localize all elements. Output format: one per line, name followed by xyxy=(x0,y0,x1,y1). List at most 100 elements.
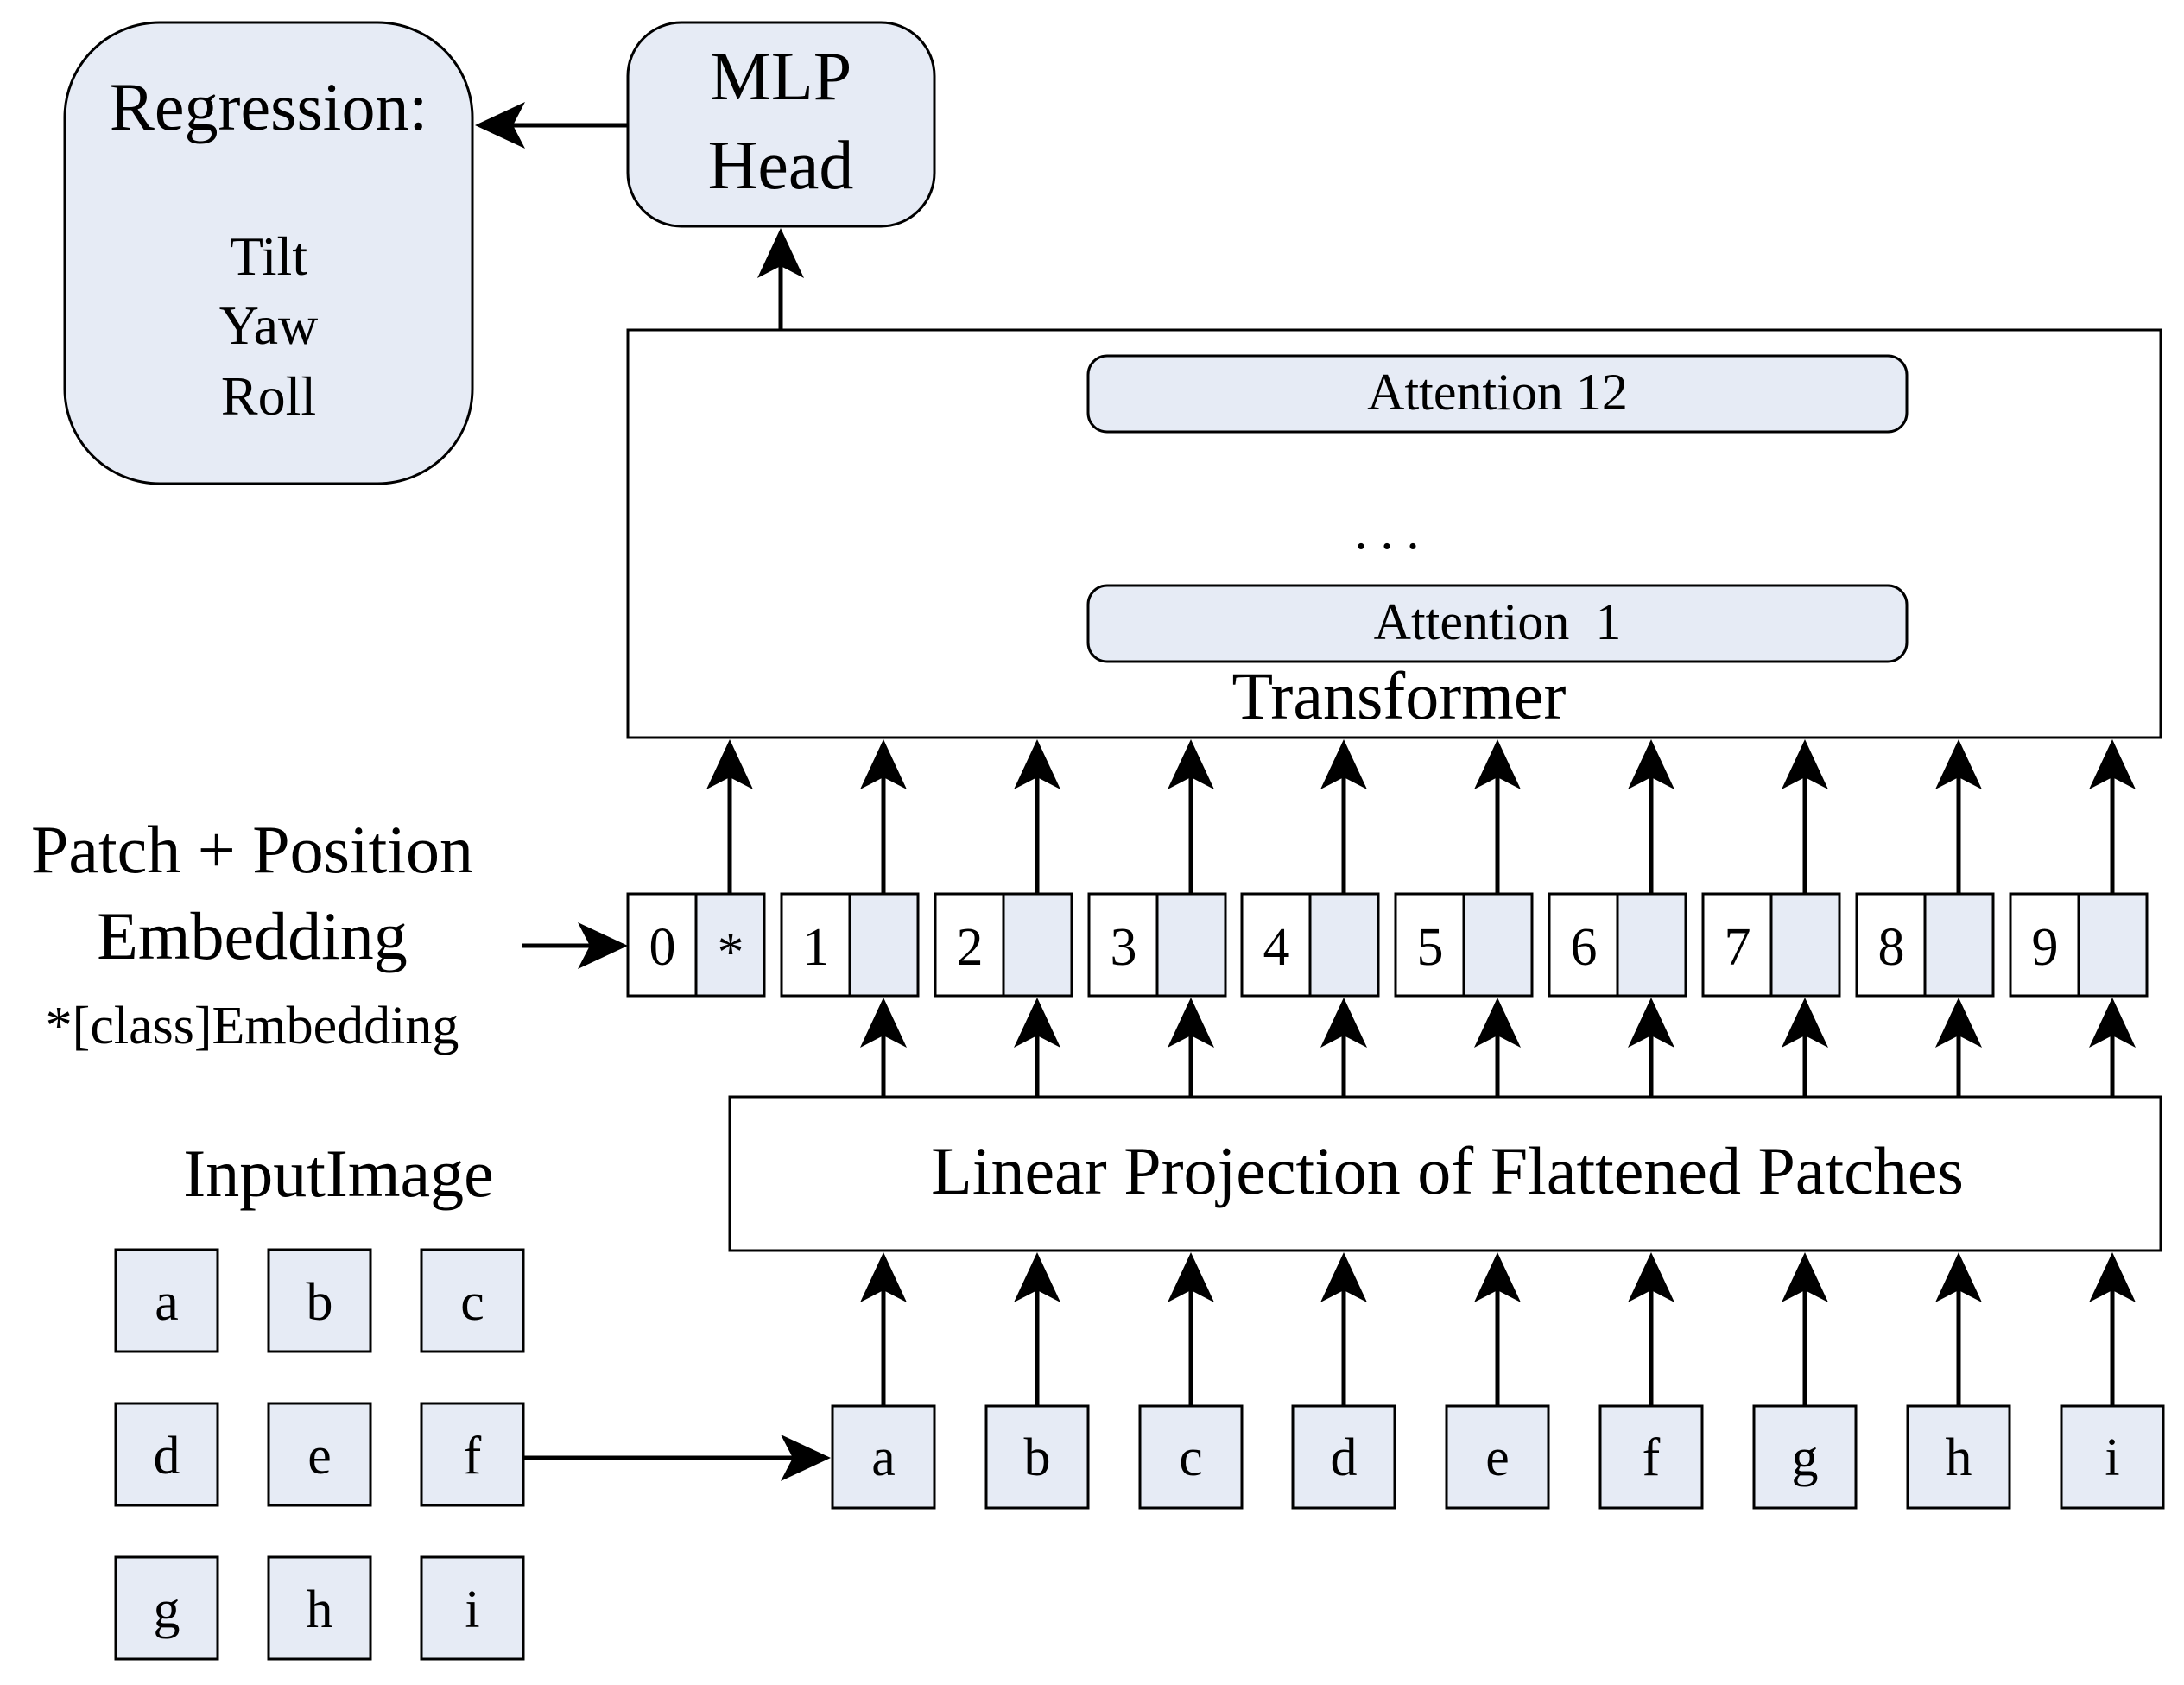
arrowhead xyxy=(1320,739,1367,789)
linear-projection-label: Linear Projection of Flattened Patches xyxy=(931,1133,1964,1208)
embedding-token-3: 3 xyxy=(1087,892,1227,998)
input-patch-b: b xyxy=(267,1248,372,1353)
regression-item-roll: Roll xyxy=(221,365,316,427)
arrow-projection-to-token-9 xyxy=(2089,998,2136,1097)
arrow-projection-to-token-2 xyxy=(1014,998,1060,1097)
arrow-token-7-to-transformer xyxy=(1782,739,1828,894)
regression-title: Regression: xyxy=(110,69,427,144)
arrow-patch-d-to-projection xyxy=(1320,1252,1367,1406)
arrowhead-into-embeddings xyxy=(578,922,628,969)
arrow-patch-i-to-projection xyxy=(2089,1252,2136,1406)
attention-1-box xyxy=(1086,584,1909,663)
arrow-token-5-to-transformer xyxy=(1474,739,1521,894)
embedding-token-7: 7 xyxy=(1701,892,1841,998)
linear-projection-block: Linear Projection of Flattened Patches xyxy=(728,1095,2162,1252)
position-cell xyxy=(1394,892,1465,998)
input-patch-h: h xyxy=(267,1555,372,1661)
input-patch-i: i xyxy=(420,1555,525,1661)
arrowhead-grid-to-sequence xyxy=(781,1435,831,1481)
embedding-token-6: 6 xyxy=(1548,892,1687,998)
arrow-projection-to-token-8 xyxy=(1935,998,1982,1097)
arrow-patch-e-to-projection xyxy=(1474,1252,1521,1406)
arrow-token-1-to-transformer xyxy=(860,739,907,894)
embedding-title-line2: Embedding xyxy=(97,898,408,973)
arrow-patch-a-to-projection xyxy=(860,1252,907,1406)
input-patch-label: a xyxy=(155,1273,179,1332)
arrowhead xyxy=(1935,739,1982,789)
position-cell xyxy=(626,892,698,998)
arrowhead xyxy=(1474,739,1521,789)
position-index: 4 xyxy=(1263,918,1290,977)
embedding-token-4: 4 xyxy=(1240,892,1380,998)
position-index: 3 xyxy=(1111,918,1137,977)
arrowhead xyxy=(2089,739,2136,789)
arrowhead xyxy=(1474,998,1521,1048)
arrowhead xyxy=(860,1252,907,1302)
patch-label: e xyxy=(1485,1428,1510,1487)
patch-box-h: h xyxy=(1906,1404,2011,1510)
patch-cell xyxy=(1923,892,1995,998)
arrowhead-mlp-to-regression xyxy=(475,102,525,149)
position-index: 0 xyxy=(649,918,676,977)
embedding-token-5: 5 xyxy=(1394,892,1534,998)
arrowhead xyxy=(1474,1252,1521,1302)
arrowhead xyxy=(1782,739,1828,789)
patch-cell xyxy=(848,892,920,998)
embedding-token-8: 8 xyxy=(1855,892,1995,998)
position-cell xyxy=(1087,892,1159,998)
arrow-projection-to-token-7 xyxy=(1782,998,1828,1097)
arrow-projection-to-token-6 xyxy=(1628,998,1674,1097)
input-patch-label: g xyxy=(154,1580,180,1639)
input-patch-d: d xyxy=(114,1402,219,1507)
input-patch-label: f xyxy=(464,1427,482,1485)
input-image-label: InputImage xyxy=(183,1136,494,1211)
attention-12-box xyxy=(1086,354,1909,434)
patch-box-c: c xyxy=(1138,1404,1244,1510)
arrow-token-8-to-transformer xyxy=(1935,739,1982,894)
patch-label: g xyxy=(1792,1428,1819,1487)
regression-box: Regression: Tilt Yaw Roll xyxy=(63,21,474,485)
arrowhead xyxy=(1014,998,1060,1048)
arrow-projection-to-token-3 xyxy=(1168,998,1214,1097)
regression-item-tilt: Tilt xyxy=(230,225,307,287)
position-index: 5 xyxy=(1417,918,1444,977)
input-patch-e: e xyxy=(267,1402,372,1507)
position-index: 7 xyxy=(1725,918,1751,977)
patch-cell xyxy=(1308,892,1380,998)
position-cell xyxy=(780,892,851,998)
regression-item-yaw: Yaw xyxy=(219,295,318,356)
arrowhead xyxy=(1628,998,1674,1048)
attention-ellipsis: . . . xyxy=(1355,503,1420,560)
arrow-token-2-to-transformer xyxy=(1014,739,1060,894)
position-index: 2 xyxy=(957,918,984,977)
attention-1-label: Attention 1 xyxy=(1374,593,1622,650)
position-cell xyxy=(2009,892,2080,998)
patch-cell xyxy=(1002,892,1073,998)
arrowhead xyxy=(1168,1252,1214,1302)
position-index: 8 xyxy=(1878,918,1905,977)
patch-label: b xyxy=(1024,1428,1051,1487)
arrow-patch-h-to-projection xyxy=(1935,1252,1982,1406)
patch-label: f xyxy=(1643,1428,1661,1487)
patch-label: d xyxy=(1331,1428,1358,1487)
embedding-token-0: 0* xyxy=(626,892,766,998)
input-patch-c: c xyxy=(420,1248,525,1353)
mlp-head-box: MLP Head xyxy=(626,21,936,228)
arrowhead xyxy=(1014,739,1060,789)
arrowhead xyxy=(1168,998,1214,1048)
input-patch-label: d xyxy=(154,1427,180,1485)
patch-label: h xyxy=(1946,1428,1972,1487)
embedding-title-line1: Patch + Position xyxy=(31,812,473,887)
embedding-token-9: 9 xyxy=(2009,892,2149,998)
arrowhead xyxy=(860,998,907,1048)
input-patch-label: c xyxy=(460,1273,484,1332)
patch-cell xyxy=(2077,892,2149,998)
attention-12-label: Attention 12 xyxy=(1367,364,1628,421)
transformer-label: Transformer xyxy=(1231,658,1566,733)
arrowhead-transformer-to-mlp xyxy=(757,228,804,278)
patch-box-b: b xyxy=(984,1404,1090,1510)
